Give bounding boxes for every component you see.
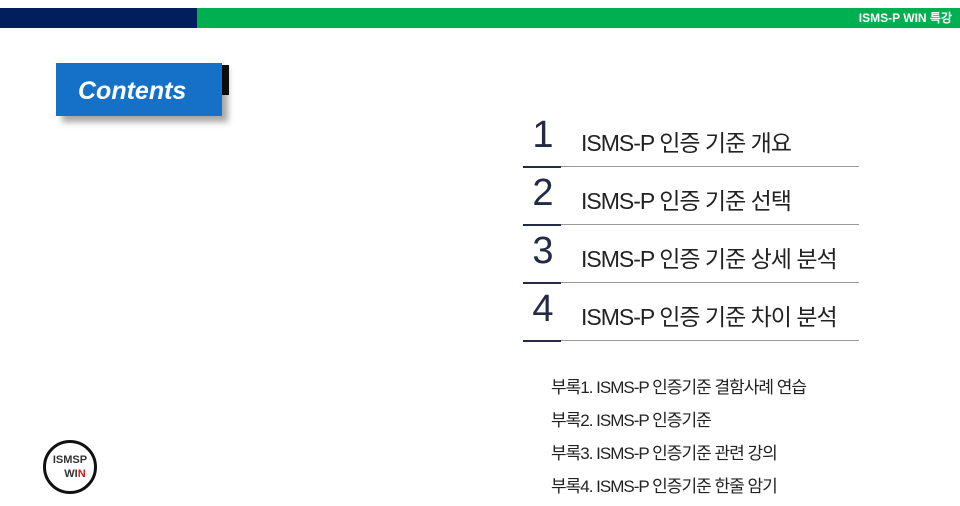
appendix-item-3[interactable]: 부록3. ISMS-P 인증기준 관련 강의 (551, 444, 778, 463)
contents-tag: Contents (56, 63, 222, 116)
toc-number: 2 (532, 172, 554, 214)
ismsp-win-logo: ISMSP WIN (43, 440, 97, 494)
toc-item-1[interactable]: 1 ISMS-P 인증 기준 개요 (523, 108, 859, 168)
toc-item-3[interactable]: 3 ISMS-P 인증 기준 상세 분석 (523, 224, 859, 284)
toc-title: ISMS-P 인증 기준 차이 분석 (581, 304, 838, 330)
divider (523, 166, 561, 168)
logo-line2-accent: N (77, 468, 86, 480)
toc-title: ISMS-P 인증 기준 개요 (581, 130, 792, 156)
header-title: ISMS-P WIN 특강 (197, 8, 960, 28)
divider (523, 224, 561, 226)
contents-label: Contents (78, 77, 187, 105)
divider (523, 282, 561, 284)
appendix-item-4[interactable]: 부록4. ISMS-P 인증기준 한줄 암기 (551, 477, 778, 496)
header-bar: ISMS-P WIN 특강 (0, 8, 960, 28)
header-navy-block (0, 8, 197, 28)
contents-tag-fold (221, 65, 229, 95)
toc-number: 1 (532, 114, 554, 156)
toc-item-4[interactable]: 4 ISMS-P 인증 기준 차이 분석 (523, 282, 859, 342)
logo-line1: ISMSP (52, 454, 88, 466)
toc-number: 3 (532, 230, 554, 272)
toc-number: 4 (532, 288, 554, 330)
appendix-item-1[interactable]: 부록1. ISMS-P 인증기준 결함사례 연습 (551, 378, 807, 397)
logo-line2: WI (64, 468, 78, 480)
toc-title: ISMS-P 인증 기준 상세 분석 (581, 246, 838, 272)
toc-item-2[interactable]: 2 ISMS-P 인증 기준 선택 (523, 166, 859, 226)
toc-title: ISMS-P 인증 기준 선택 (581, 188, 792, 214)
appendix-item-2[interactable]: 부록2. ISMS-P 인증기준 (551, 411, 712, 430)
divider (523, 340, 561, 342)
